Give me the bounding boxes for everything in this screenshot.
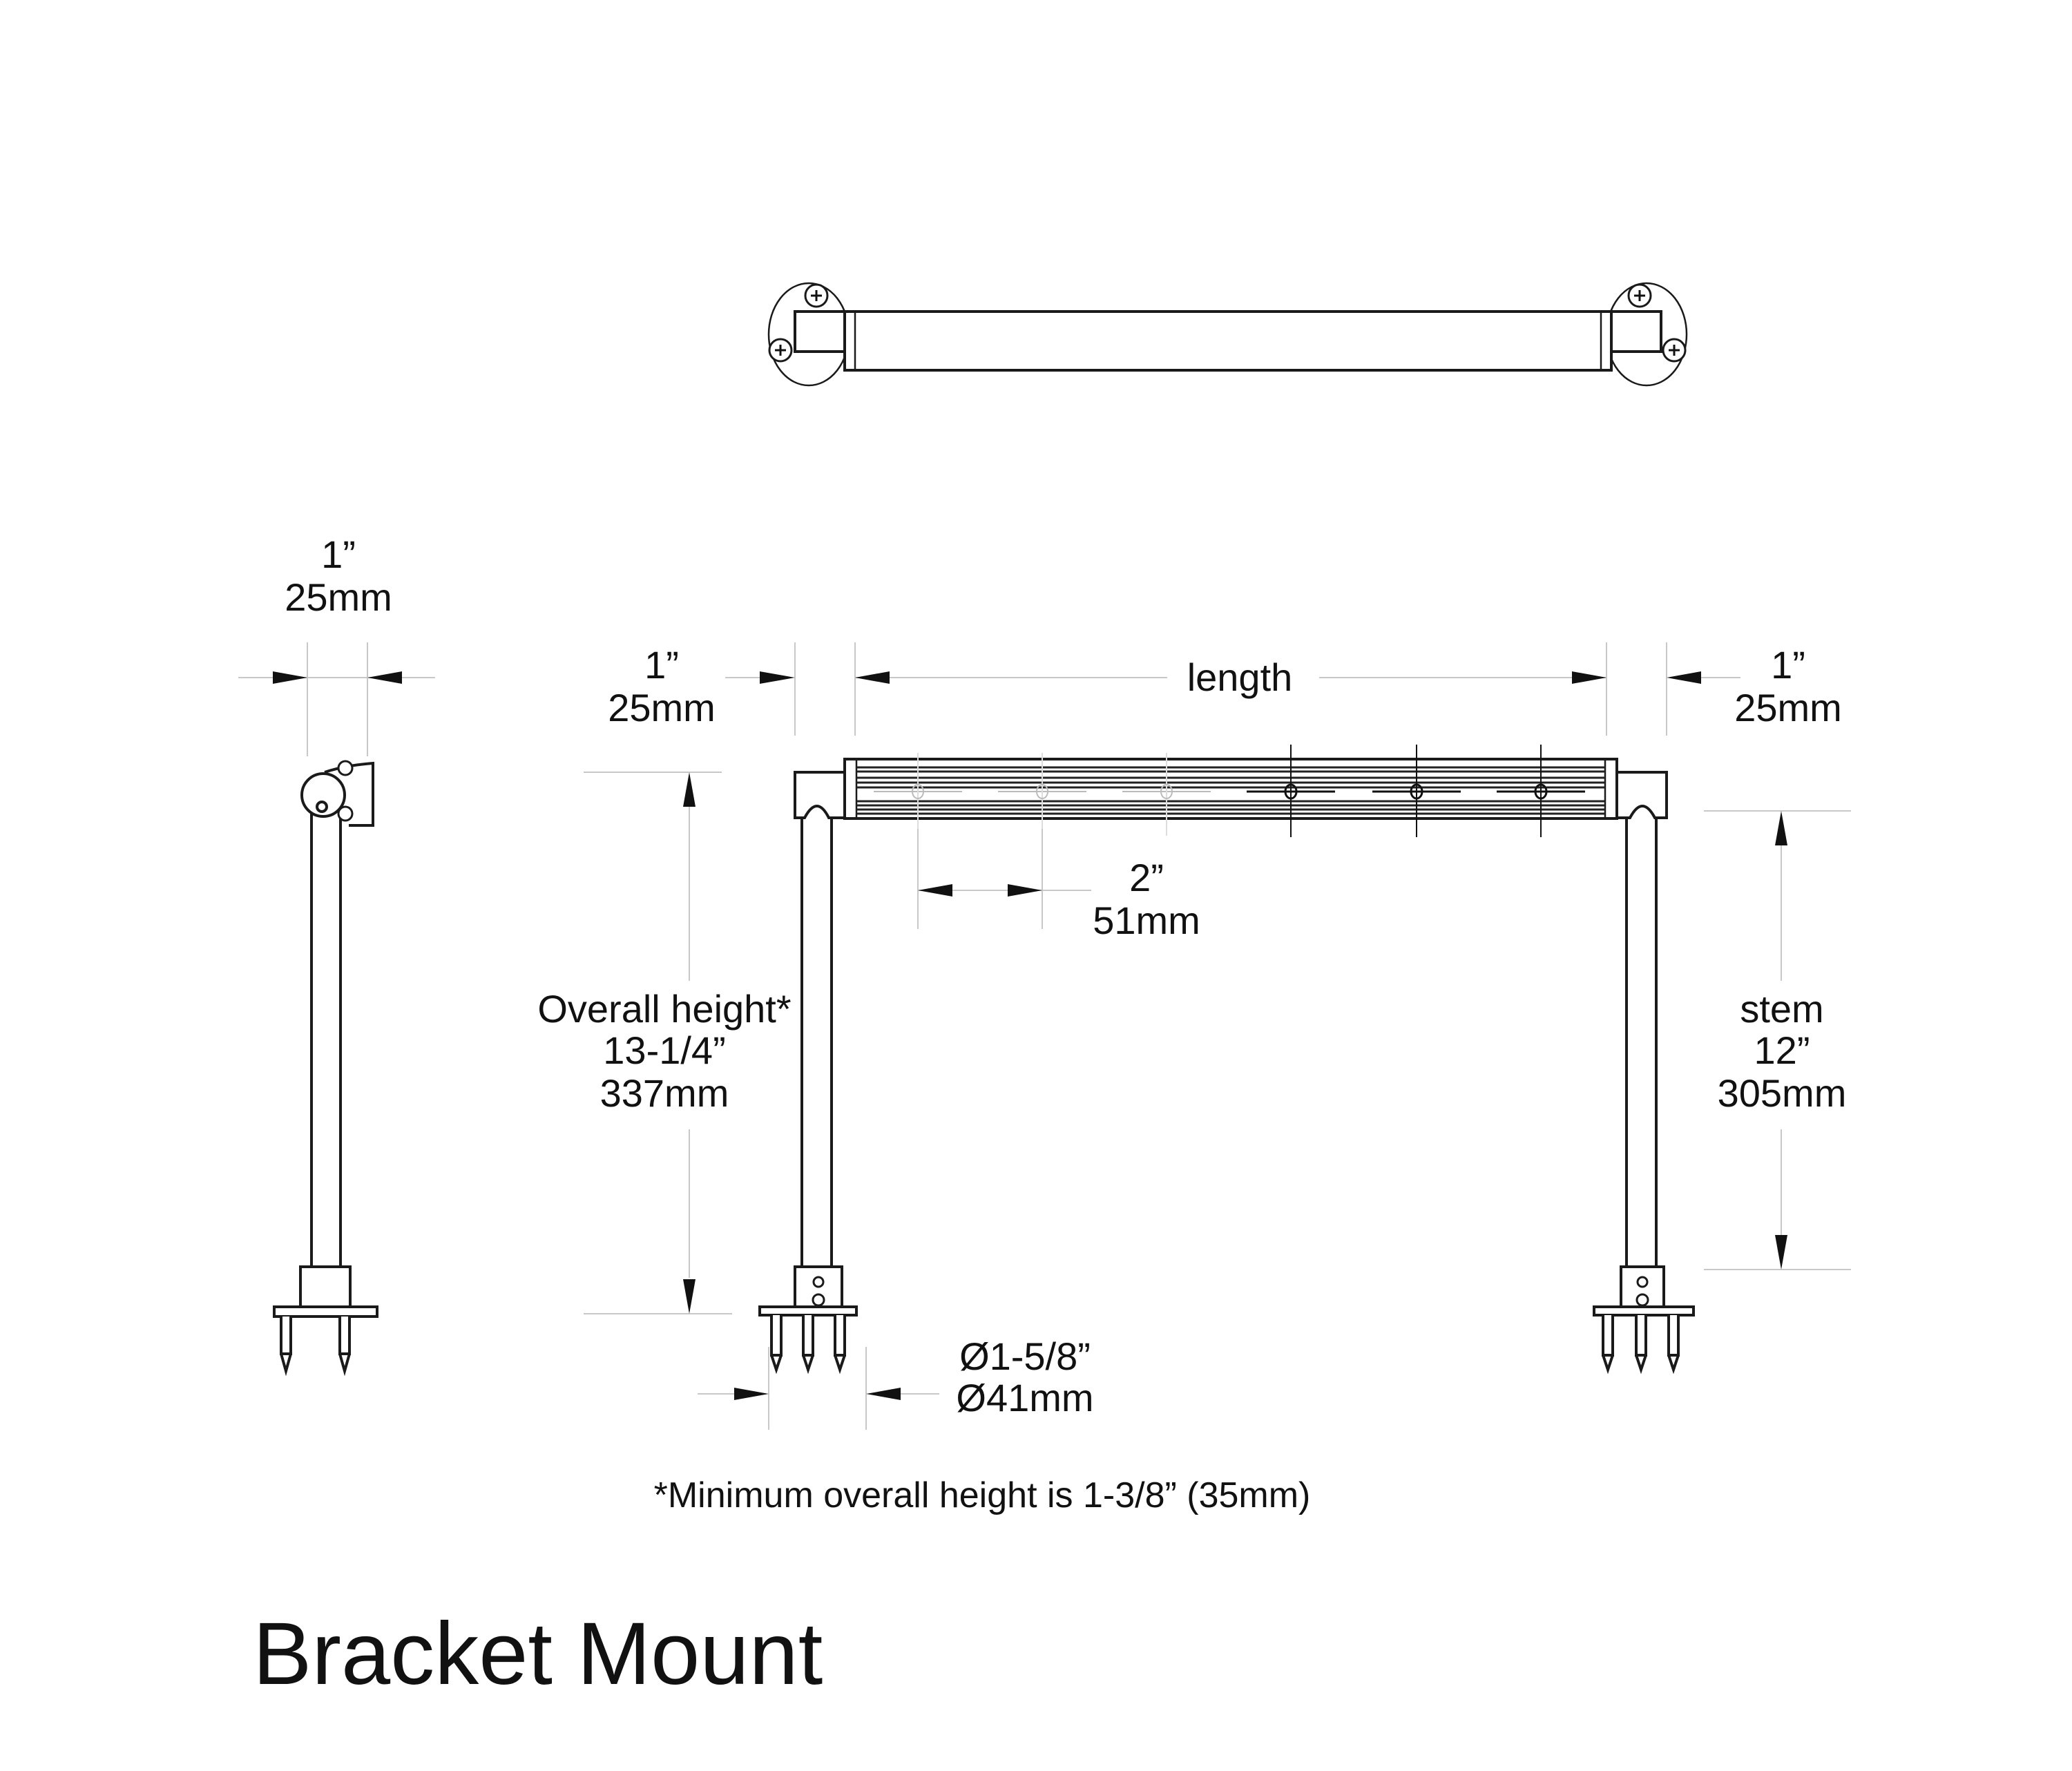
- left-bracket-imperial: 1”: [644, 643, 679, 687]
- right-bracket-imperial: 1”: [1771, 643, 1805, 687]
- light-bar-top: [843, 310, 1613, 372]
- dimension-arrow: [918, 884, 1042, 897]
- screw-hole-icon: [1036, 784, 1048, 799]
- front-view: [584, 642, 1851, 1430]
- left-bracket-block: [794, 310, 846, 353]
- side-head: [300, 772, 346, 818]
- spacing-metric: 51mm: [1093, 899, 1200, 942]
- side-width-metric: 25mm: [285, 575, 392, 619]
- left-bracket-metric: 25mm: [608, 686, 716, 729]
- side-stem: [310, 801, 342, 1268]
- length-label: length: [1187, 655, 1293, 699]
- spacing-imperial: 2”: [1129, 856, 1164, 899]
- right-stem: [1625, 793, 1658, 1268]
- overall-height-metric: 337mm: [600, 1071, 729, 1115]
- screw-hole-icon: [912, 784, 924, 799]
- light-bar-front: [843, 745, 1618, 837]
- screw-hole-icon: [1410, 783, 1423, 800]
- drawing-title: Bracket Mount: [253, 1605, 823, 1703]
- stem-imperial: 12”: [1754, 1028, 1810, 1072]
- top-view: [767, 282, 1688, 387]
- left-stem: [800, 793, 833, 1268]
- screw-icon: [768, 338, 793, 363]
- overall-height-imperial: 13-1/4”: [603, 1028, 725, 1072]
- screw-hole-icon: [1160, 784, 1173, 799]
- stem-label: stem: [1740, 987, 1823, 1031]
- right-bracket-metric: 25mm: [1734, 686, 1842, 729]
- screw-icon: [1662, 338, 1687, 363]
- footnote: *Minimum overall height is 1-3/8” (35mm): [654, 1475, 1311, 1515]
- right-bracket-block: [1610, 310, 1662, 353]
- dimension-arrow: [734, 1388, 901, 1400]
- base-diameter-metric: Ø41mm: [956, 1376, 1093, 1419]
- screw-icon: [804, 283, 829, 308]
- side-width-imperial: 1”: [321, 533, 356, 576]
- dimension-arrow: [273, 671, 402, 684]
- base-diameter-imperial: Ø1-5/8”: [959, 1334, 1091, 1378]
- screw-icon: [1627, 283, 1652, 308]
- stem-metric: 305mm: [1718, 1071, 1847, 1115]
- screw-hole-icon: [1284, 783, 1298, 800]
- screw-hole-icon: [1534, 783, 1548, 800]
- side-view: [238, 642, 435, 1377]
- overall-height-label: Overall height*: [537, 987, 791, 1031]
